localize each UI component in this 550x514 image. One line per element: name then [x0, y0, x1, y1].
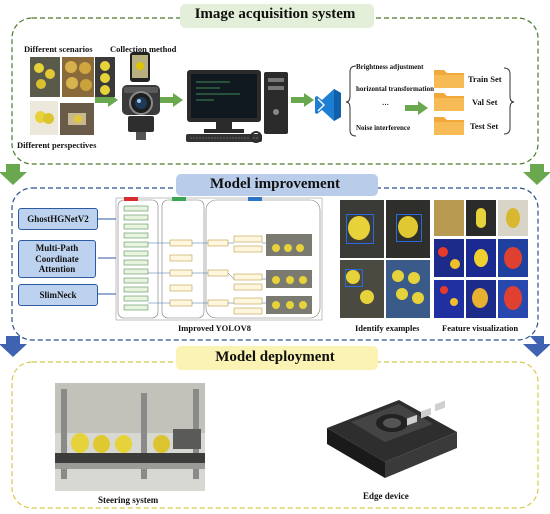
feature-heatmap — [466, 280, 496, 318]
perspective-photo — [30, 101, 58, 135]
steering-system-photo — [55, 383, 205, 491]
augment-noise: Noise interference — [356, 124, 411, 132]
feature-heatmap — [466, 239, 496, 277]
perspective-photo — [60, 103, 94, 135]
down-arrow-icon — [0, 336, 27, 357]
acquisition-title: Image acquisition system — [194, 6, 356, 22]
deployment-title-box — [176, 346, 378, 370]
feature-visualization-grid — [434, 200, 528, 318]
acquisition-title-box — [180, 4, 374, 28]
augment-horizontal: horizontal transformation — [356, 85, 434, 93]
camera-icon — [122, 85, 160, 140]
train-set-label: Train Set — [468, 74, 502, 84]
identify-examples-label: Identify examples — [355, 323, 420, 333]
folder-icon — [434, 93, 464, 111]
scenario-photo — [62, 57, 94, 97]
down-arrow-icon — [0, 164, 27, 185]
multi-path-coordinate-attention-box: Multi-Path Coordinate Attention — [18, 240, 96, 278]
ghosthgnetv2-box: GhostHGNetV2 — [18, 208, 98, 230]
slimneck-box: SlimNeck — [18, 284, 98, 306]
scenario-photo — [30, 57, 60, 97]
right-arrow-icon — [160, 93, 183, 107]
folder-icon — [434, 70, 464, 88]
identify-photo — [386, 200, 430, 258]
computer-monitor-icon — [186, 70, 262, 142]
detection-thumbnails — [266, 234, 312, 314]
edge-device-icon — [327, 400, 457, 478]
right-arrow-icon — [405, 101, 428, 115]
vscode-icon — [315, 89, 341, 121]
yolov8-architecture-diagram — [115, 197, 323, 321]
right-arrow-icon — [291, 93, 314, 107]
augment-brightness: Brightness adjustment — [356, 63, 424, 71]
feature-photo — [434, 200, 464, 236]
sets-bracket — [503, 67, 515, 135]
improvement-title: Model improvement — [209, 176, 341, 192]
test-set-label: Test Set — [470, 121, 499, 131]
collection-method-label: Collection method — [110, 44, 177, 54]
folder-icon — [434, 117, 464, 135]
feature-heatmap — [434, 239, 464, 277]
different-scenarios-label: Different scenarios — [24, 44, 93, 54]
identify-photo — [340, 200, 384, 258]
edge-device-label: Edge device — [363, 491, 409, 501]
scenario-photo — [95, 57, 115, 97]
augment-bracket — [345, 65, 357, 137]
improved-yolov8-label: Improved YOLOV8 — [178, 323, 251, 333]
feature-heatmap — [434, 280, 464, 318]
feature-photo — [466, 200, 496, 236]
val-set-label: Val Set — [472, 97, 498, 107]
module-connectors — [98, 218, 116, 295]
deployment-title: Model deployment — [215, 349, 335, 365]
steering-system-label: Steering system — [98, 495, 159, 505]
phone-icon — [130, 52, 150, 82]
identify-photo — [386, 260, 430, 318]
different-perspectives-label: Different perspectives — [17, 140, 97, 150]
feature-heatmap — [498, 239, 528, 277]
feature-heatmap — [498, 280, 528, 318]
computer-tower-icon — [250, 72, 288, 143]
identify-photo — [340, 260, 384, 318]
feature-visualization-label: Feature visualization — [442, 323, 519, 333]
feature-photo — [498, 200, 528, 236]
augment-ellipsis: ··· — [382, 101, 390, 109]
down-arrow-icon — [523, 336, 550, 357]
down-arrow-icon — [523, 164, 550, 185]
improvement-title-box — [176, 174, 378, 196]
identify-examples-grid — [340, 200, 430, 318]
